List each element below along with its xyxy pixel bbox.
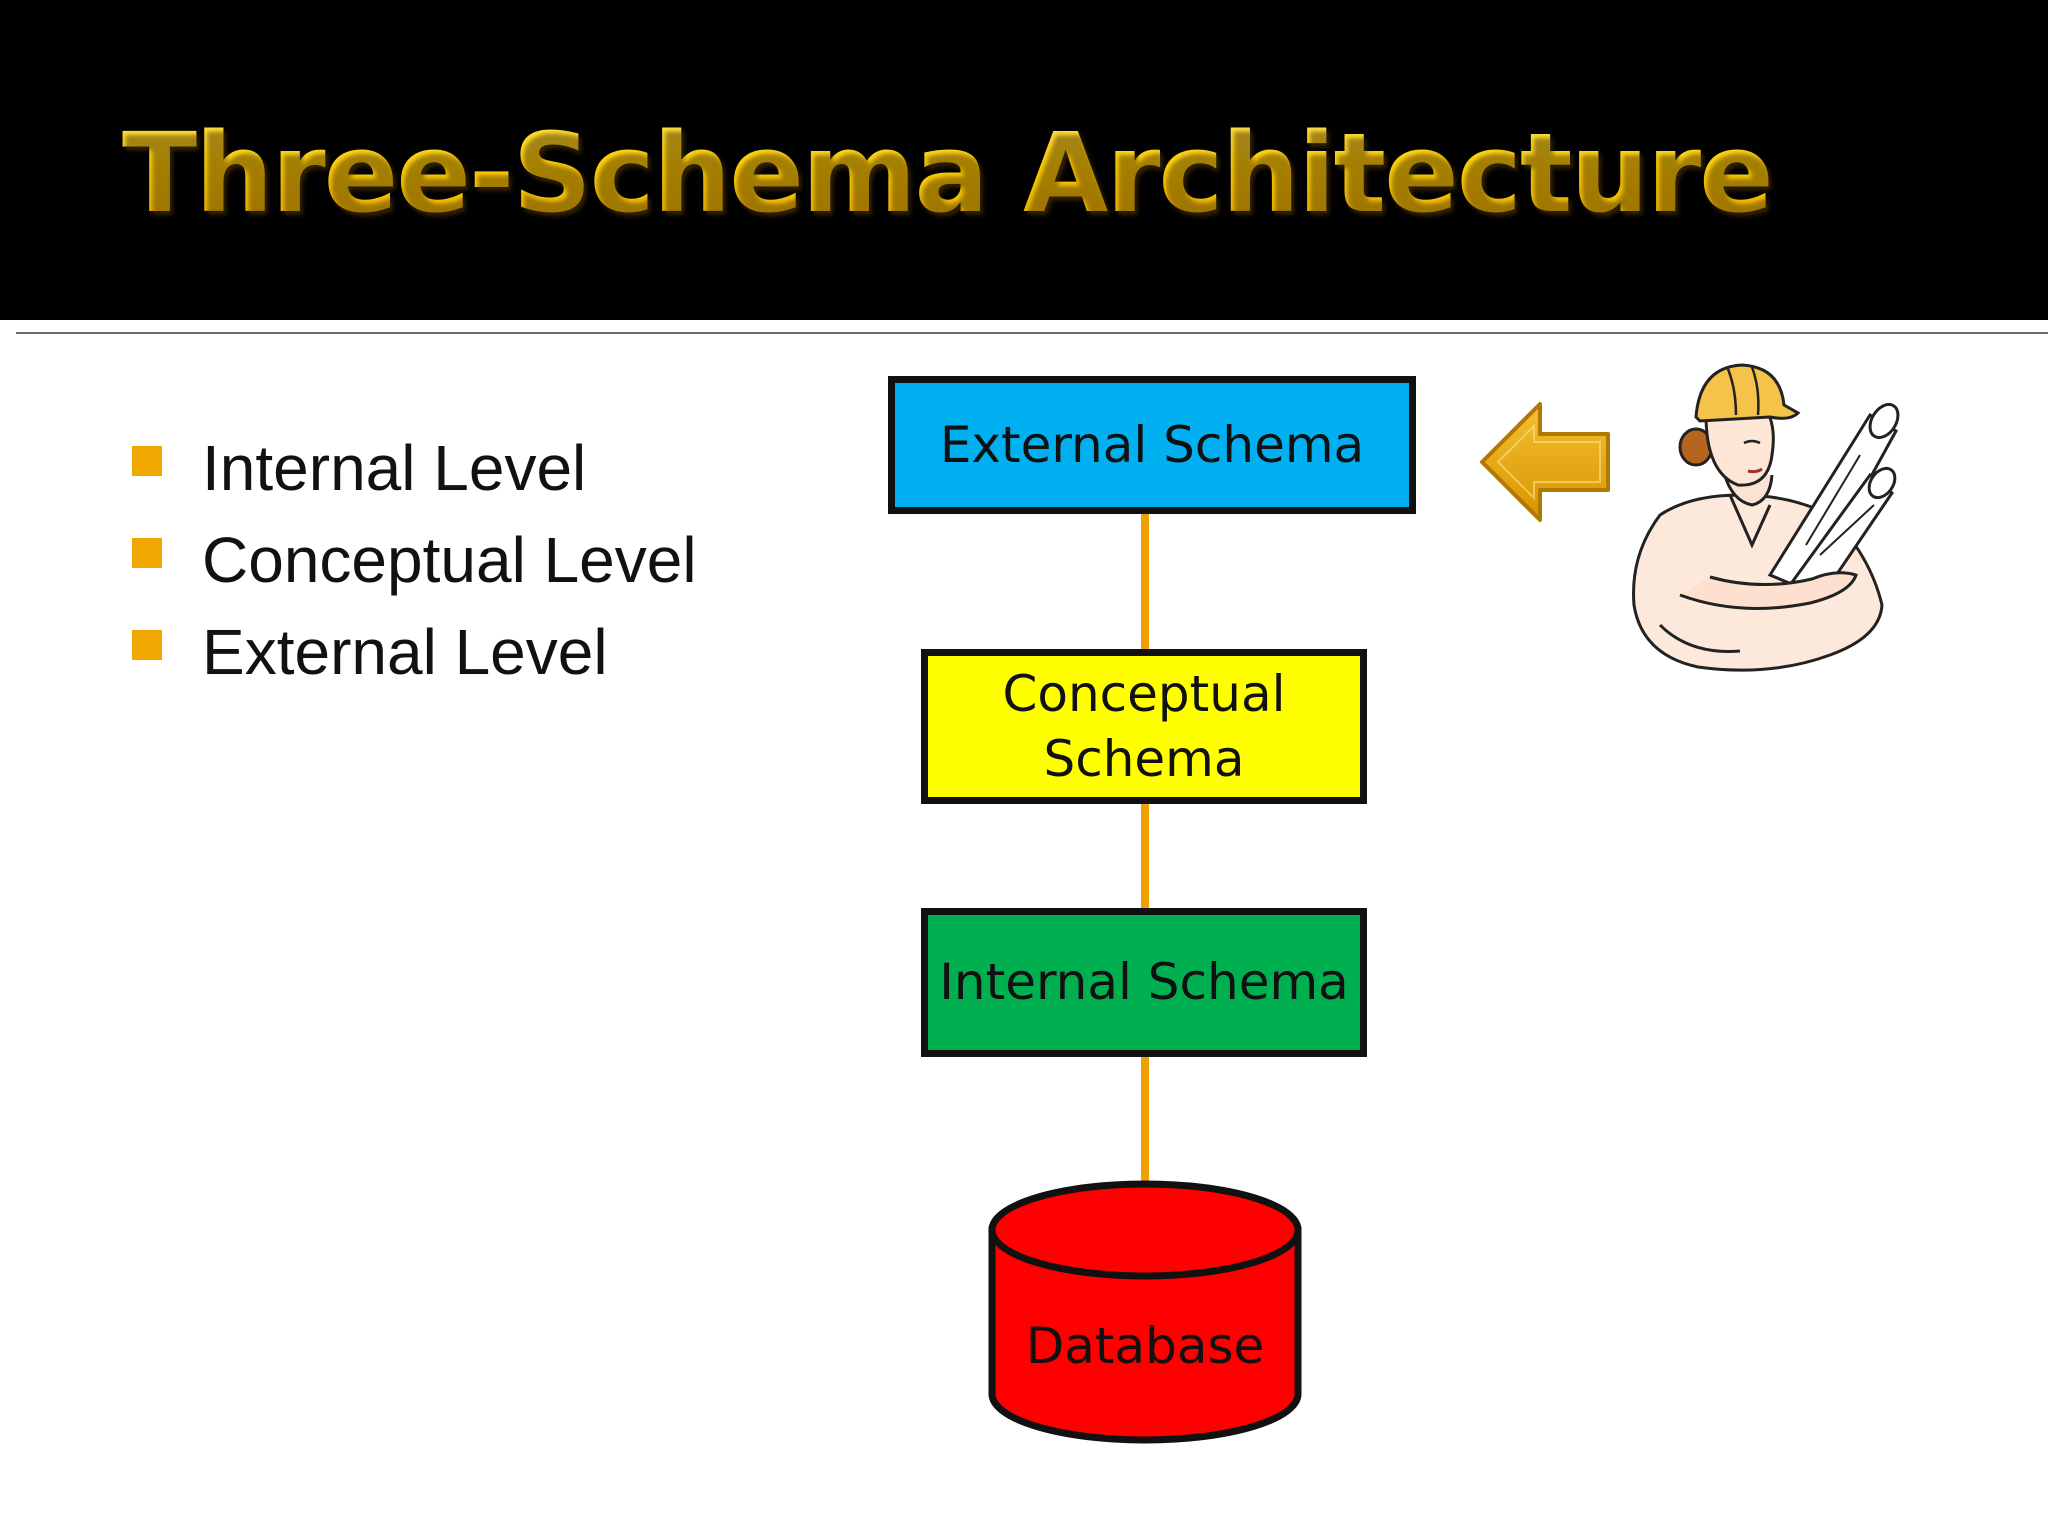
bullet-list: Internal Level Conceptual Level External… <box>130 430 697 706</box>
bullet-text: Conceptual Level <box>202 524 697 596</box>
database-cylinder-icon <box>988 1180 1302 1444</box>
bullet-item: Internal Level <box>130 430 697 522</box>
bullet-item: External Level <box>130 614 697 706</box>
external-schema-box: External Schema <box>888 376 1416 514</box>
connector-conceptual-internal <box>1141 800 1149 912</box>
slide-title: Three-Schema Architecture <box>122 109 1774 237</box>
bullet-text: Internal Level <box>202 432 587 504</box>
square-bullet-icon <box>132 446 162 476</box>
database-label: Database <box>1025 1317 1265 1375</box>
connector-internal-database <box>1141 1053 1149 1191</box>
title-bar: Three-Schema Architecture <box>0 0 2048 320</box>
conceptual-schema-box: Conceptual Schema <box>921 649 1367 804</box>
conceptual-schema-label: Conceptual Schema <box>1002 664 1286 788</box>
internal-schema-label: Internal Schema <box>939 953 1349 1011</box>
square-bullet-icon <box>132 538 162 568</box>
internal-schema-box: Internal Schema <box>921 908 1367 1057</box>
external-schema-label: External Schema <box>939 415 1365 474</box>
engineer-clipart-icon <box>1632 363 1900 672</box>
connector-external-conceptual <box>1141 511 1149 653</box>
left-arrow-icon <box>1480 402 1610 522</box>
title-divider <box>16 332 2048 334</box>
square-bullet-icon <box>132 630 162 660</box>
bullet-text: External Level <box>202 616 608 688</box>
bullet-item: Conceptual Level <box>130 522 697 614</box>
